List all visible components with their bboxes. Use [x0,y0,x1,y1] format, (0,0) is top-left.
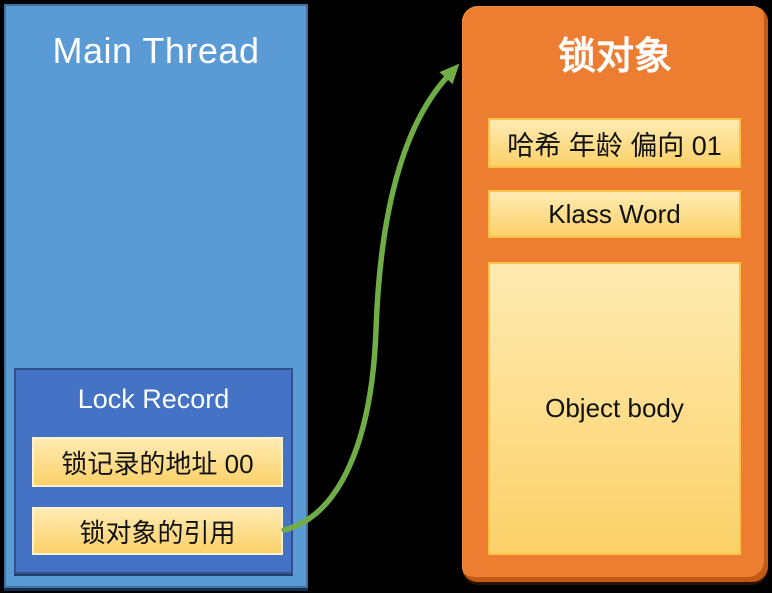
klass-word-field: Klass Word [488,190,741,238]
lock-record-slot-address: 锁记录的地址 00 [32,437,283,487]
object-body-field: Object body [488,262,741,555]
mark-word-field-label: 哈希 年龄 偏向 01 [507,130,722,161]
klass-word-field-label: Klass Word [548,198,681,229]
main-thread-title: Main Thread [52,30,260,71]
arrow-curve [281,63,460,533]
lock-record-slot-reference: 锁对象的引用 [32,507,283,555]
mark-word-field: 哈希 年龄 偏向 01 [488,118,741,168]
lock-record-title: Lock Record [77,384,230,414]
lock-object-title: 锁对象 [557,36,672,78]
object-body-field-label: Object body [545,393,684,423]
lock-record-slot-reference-label: 锁对象的引用 [79,517,236,548]
lock-record-slot-address-label: 锁记录的地址 00 [61,448,254,479]
